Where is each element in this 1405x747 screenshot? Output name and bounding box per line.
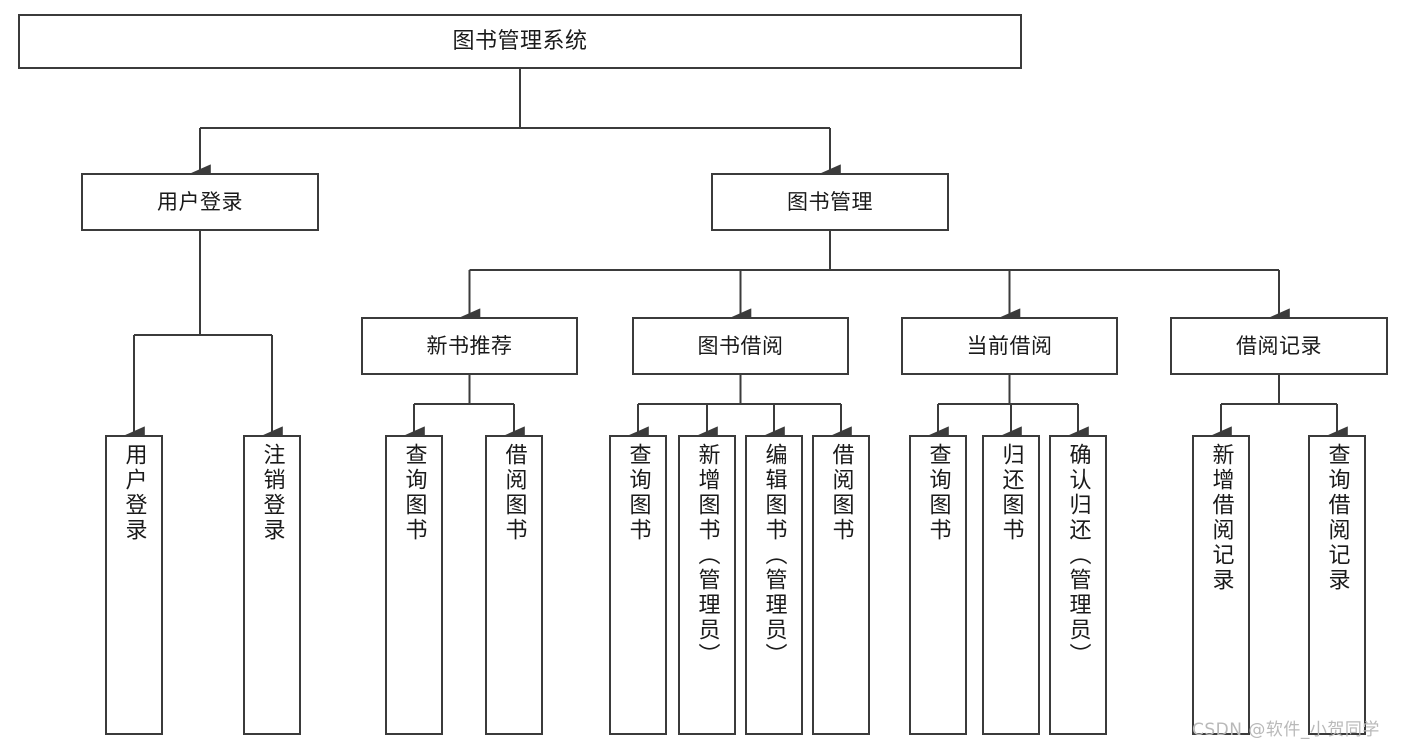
node-label-borrow-record: 借阅记录	[1236, 333, 1322, 358]
node-label-leaf-cur-return: 归还图书	[998, 443, 1024, 543]
watermark-label: CSDN @软件_小贺同学	[1192, 720, 1380, 740]
node-label-root: 图书管理系统	[452, 28, 588, 54]
node-label-current-borrow: 当前借阅	[966, 333, 1053, 358]
node-label-leaf-user-login: 用户登录	[121, 443, 147, 543]
node-label-leaf-rec-search: 查询借阅记录	[1324, 443, 1350, 593]
node-label-book-manage: 图书管理	[787, 189, 873, 214]
node-leaf-rec-search[interactable]: 查询借阅记录	[1308, 435, 1366, 735]
node-leaf-user-logout[interactable]: 注销登录	[243, 435, 301, 735]
node-label-leaf-rec-borrow: 借阅图书	[501, 443, 527, 543]
node-label-user-login: 用户登录	[157, 189, 243, 214]
node-label-leaf-bor-edit: 编辑图书（管理员）	[761, 443, 787, 668]
node-borrow-record[interactable]: 借阅记录	[1170, 317, 1388, 375]
node-leaf-cur-return[interactable]: 归还图书	[982, 435, 1040, 735]
node-book-borrow[interactable]: 图书借阅	[632, 317, 849, 375]
node-current-borrow[interactable]: 当前借阅	[901, 317, 1118, 375]
node-label-leaf-bor-borrow: 借阅图书	[828, 443, 854, 543]
node-label-leaf-cur-query: 查询图书	[925, 443, 951, 543]
node-label-leaf-cur-confirm: 确认归还（管理员）	[1065, 443, 1091, 668]
node-label-leaf-bor-add: 新增图书（管理员）	[694, 443, 720, 668]
edge-group	[123, 69, 1348, 446]
node-label-new-book-rec: 新书推荐	[426, 333, 513, 358]
node-leaf-rec-add[interactable]: 新增借阅记录	[1192, 435, 1250, 735]
node-leaf-bor-edit[interactable]: 编辑图书（管理员）	[745, 435, 803, 735]
node-leaf-cur-query[interactable]: 查询图书	[909, 435, 967, 735]
node-leaf-bor-add[interactable]: 新增图书（管理员）	[678, 435, 736, 735]
node-label-book-borrow: 图书借阅	[697, 333, 784, 358]
node-leaf-rec-query[interactable]: 查询图书	[385, 435, 443, 735]
node-root[interactable]: 图书管理系统	[18, 14, 1022, 69]
node-new-book-rec[interactable]: 新书推荐	[361, 317, 578, 375]
node-user-login[interactable]: 用户登录	[81, 173, 319, 231]
node-leaf-rec-borrow[interactable]: 借阅图书	[485, 435, 543, 735]
node-leaf-user-login[interactable]: 用户登录	[105, 435, 163, 735]
node-leaf-bor-query[interactable]: 查询图书	[609, 435, 667, 735]
node-label-leaf-rec-query: 查询图书	[401, 443, 427, 543]
node-label-leaf-user-logout: 注销登录	[259, 443, 285, 543]
node-book-manage[interactable]: 图书管理	[711, 173, 949, 231]
node-label-leaf-bor-query: 查询图书	[625, 443, 651, 543]
node-label-leaf-rec-add: 新增借阅记录	[1208, 443, 1234, 593]
node-leaf-bor-borrow[interactable]: 借阅图书	[812, 435, 870, 735]
node-leaf-cur-confirm[interactable]: 确认归还（管理员）	[1049, 435, 1107, 735]
